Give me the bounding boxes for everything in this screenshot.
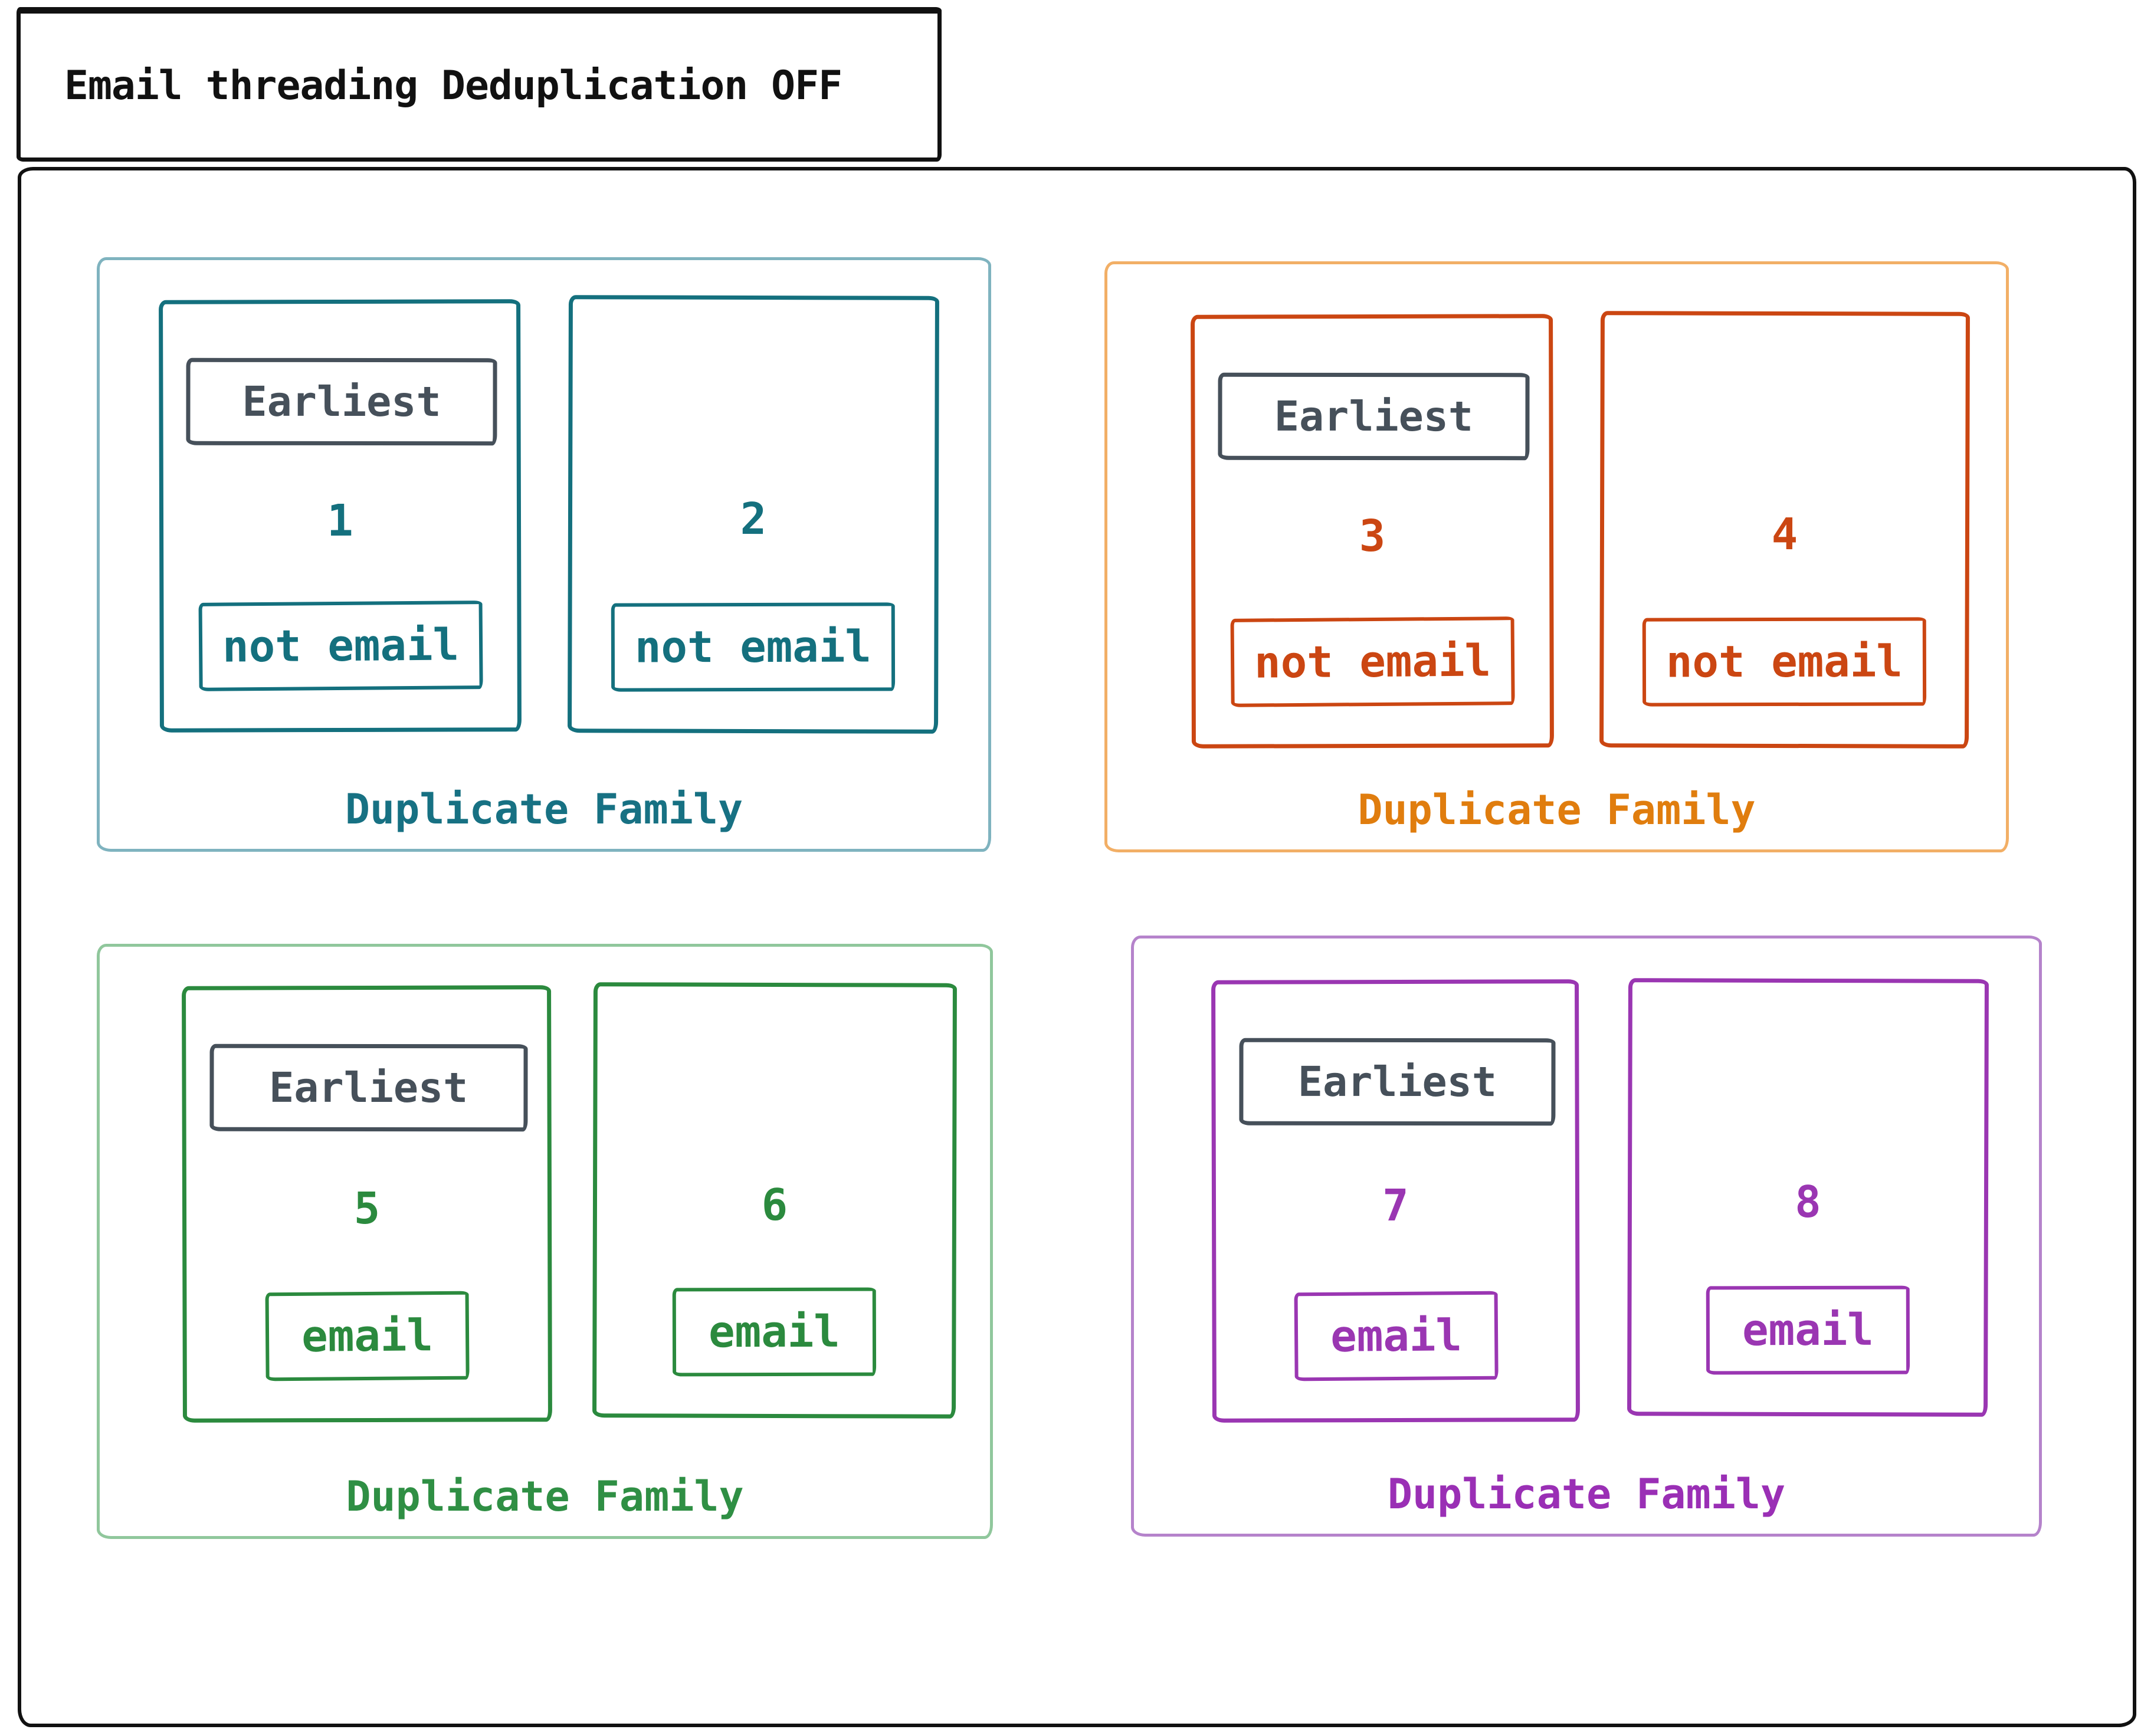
doc-number-5: 5: [353, 1183, 381, 1235]
doc-type-badge-1: not email: [198, 600, 483, 691]
earliest-tag-box: Earliest: [186, 357, 497, 446]
doc-type-label-1: not email: [222, 619, 459, 672]
doc-type-label-7: email: [1330, 1310, 1462, 1362]
doc-type-badge-4: not email: [1642, 617, 1927, 707]
doc-number-4: 4: [1771, 508, 1798, 560]
duplicate-family-orange: Earliest 3 not email 4 not email Duplica…: [1104, 261, 2009, 852]
doc-number-1: 1: [327, 495, 353, 546]
duplicate-family-purple: Earliest 7 email 8 email Duplicate Famil…: [1131, 936, 2042, 1537]
duplicate-family-green: Earliest 5 email 6 email Duplicate Famil…: [97, 944, 993, 1539]
earliest-label: Earliest: [1274, 392, 1474, 441]
doc-type-label-5: email: [301, 1310, 434, 1362]
doc-card-4: 4 not email: [1599, 311, 1970, 749]
earliest-label: Earliest: [242, 377, 441, 426]
doc-number-2: 2: [740, 493, 767, 544]
doc-type-label-2: not email: [634, 621, 872, 673]
earliest-tag-box: Earliest: [209, 1043, 527, 1132]
diagram-canvas: Earliest 1 not email 2 not email Duplica…: [18, 167, 2136, 1727]
family-label-teal: Duplicate Family: [345, 785, 743, 833]
duplicate-family-teal: Earliest 1 not email 2 not email Duplica…: [97, 257, 991, 852]
doc-number-8: 8: [1795, 1176, 1821, 1228]
family-label-green: Duplicate Family: [346, 1472, 744, 1521]
doc-type-badge-2: not email: [611, 602, 896, 692]
doc-number-6: 6: [761, 1179, 788, 1231]
doc-card-7: Earliest 7 email: [1211, 979, 1580, 1423]
earliest-label: Earliest: [268, 1063, 468, 1113]
earliest-tag-box: Earliest: [1218, 372, 1530, 461]
doc-card-1: Earliest 1 not email: [159, 299, 522, 733]
doc-card-5: Earliest 5 email: [182, 985, 552, 1423]
doc-type-label-6: email: [708, 1306, 840, 1358]
diagram-title: Email threading Deduplication OFF: [64, 62, 842, 109]
doc-number-7: 7: [1382, 1180, 1409, 1231]
family-label-purple: Duplicate Family: [1387, 1470, 1786, 1518]
doc-type-badge-7: email: [1294, 1291, 1499, 1381]
doc-number-3: 3: [1359, 510, 1386, 562]
family-label-orange: Duplicate Family: [1358, 786, 1756, 834]
doc-type-badge-8: email: [1706, 1285, 1910, 1375]
doc-type-badge-3: not email: [1230, 616, 1515, 707]
doc-type-label-8: email: [1742, 1304, 1874, 1356]
doc-card-2: 2 not email: [568, 295, 939, 734]
earliest-label: Earliest: [1297, 1057, 1497, 1107]
diagram-title-box: Email threading Deduplication OFF: [17, 7, 942, 162]
doc-type-label-3: not email: [1254, 635, 1491, 688]
doc-card-8: 8 email: [1627, 978, 1989, 1417]
doc-type-badge-6: email: [672, 1287, 877, 1377]
doc-card-3: Earliest 3 not email: [1191, 314, 1554, 749]
doc-type-label-4: not email: [1666, 636, 1903, 688]
earliest-tag-box: Earliest: [1238, 1038, 1556, 1126]
doc-card-6: 6 email: [592, 982, 957, 1419]
doc-type-badge-5: email: [265, 1291, 470, 1381]
